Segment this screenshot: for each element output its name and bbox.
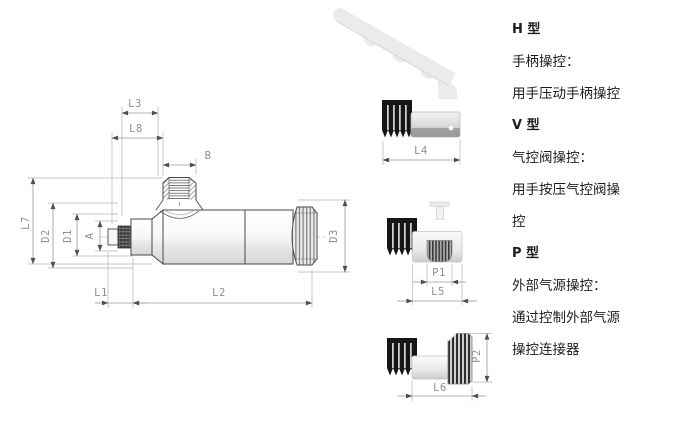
p-body: [411, 333, 473, 385]
dim-label-a: A: [84, 232, 96, 240]
handle-lever: [333, 8, 457, 99]
dim-label-l3: L3: [128, 98, 142, 110]
legend-line: 通过控制外部气源: [512, 310, 620, 326]
dim-label-l7: L7: [20, 216, 32, 230]
dim-label-p1: P1: [432, 267, 446, 279]
v-body: [412, 231, 463, 263]
legend-line: 操控连接器: [512, 342, 580, 358]
dim-label-l8: L8: [129, 123, 143, 135]
inlet-tip: [107, 228, 119, 246]
valve-connector-body: [107, 177, 318, 266]
main-view: [28, 107, 350, 308]
legend-title-h: H 型: [512, 22, 541, 37]
h-type-view: [333, 8, 461, 165]
knurled-sleeve: [291, 206, 318, 266]
hose-barb: [382, 100, 412, 138]
top-port: [162, 177, 197, 206]
type-legend: H 型 手柄操控： 用手压动手柄操控 V 型 气控阀操控： 用手按压气控阀操 控…: [512, 14, 672, 366]
legend-line: 控: [512, 214, 526, 230]
shoulder: [151, 208, 164, 266]
v-type-view: [387, 201, 477, 305]
dim-label-l5: L5: [431, 286, 445, 298]
legend-line: 外部气源操控：: [512, 278, 607, 294]
legend-line: 用手按压气控阀操: [512, 182, 620, 198]
dim-label-d1: D1: [62, 229, 74, 243]
legend-title-v: V 型: [512, 118, 540, 133]
dim-label-l1: L1: [94, 287, 108, 299]
legend-line: 气控阀操控：: [512, 150, 593, 166]
valve-stem: [429, 201, 450, 220]
dim-label-b: B: [204, 150, 212, 162]
legend-line: 手柄操控：: [512, 54, 580, 70]
dim-label-d2: D2: [40, 229, 52, 243]
dim-label-l6: L6: [433, 382, 447, 394]
dim-label-p2: P2: [471, 349, 483, 363]
h-body: [410, 111, 461, 138]
threaded-hole: [426, 240, 453, 262]
dim-label-d3: D3: [328, 229, 340, 243]
threaded-port: [447, 333, 473, 385]
dim-label-l2: L2: [212, 287, 226, 299]
dim-label-l4: L4: [414, 145, 428, 157]
collar: [130, 218, 153, 256]
inlet-thread-stub: [117, 225, 132, 249]
p-type-view: [387, 333, 492, 401]
legend-line: 用手压动手柄操控: [512, 86, 620, 102]
legend-title-p: P 型: [512, 246, 540, 261]
